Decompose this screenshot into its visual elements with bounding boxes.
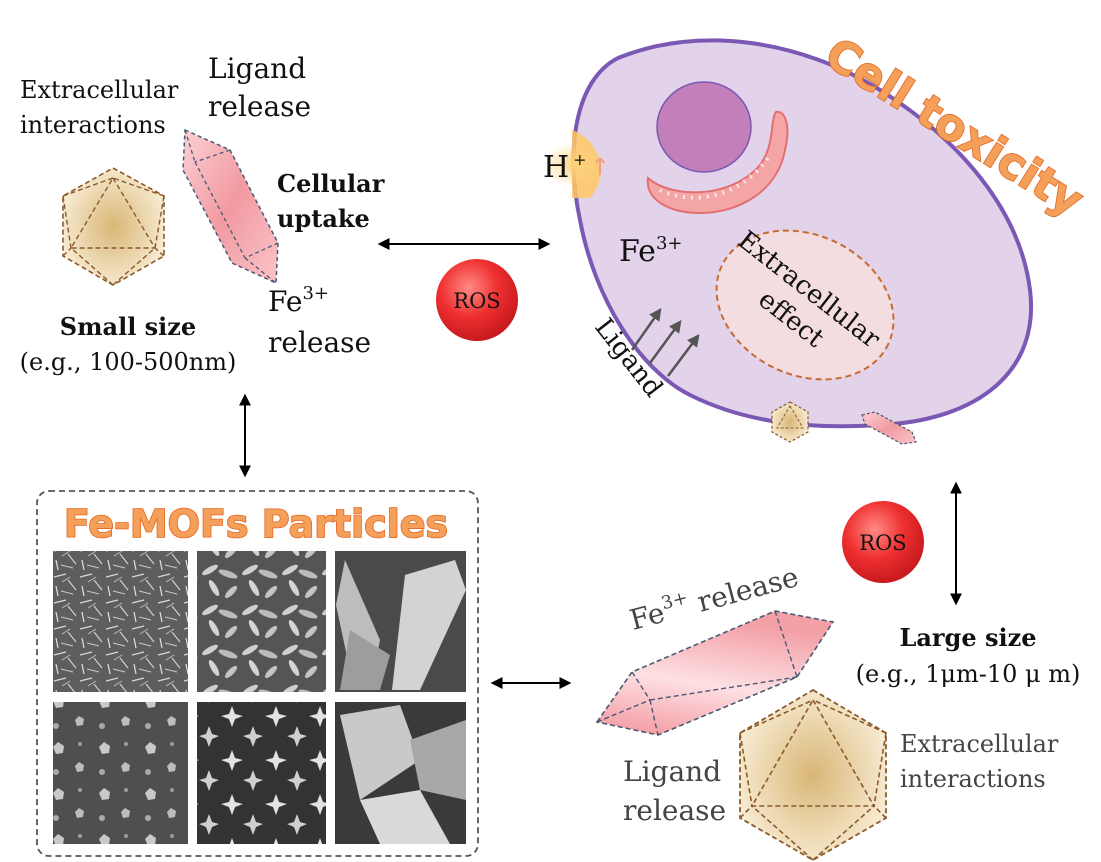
cell-group: H+ ↑ Fe3+ Ligand Extracellular effect [543, 27, 1093, 445]
cell-iron-label: Fe3+ [619, 233, 682, 269]
small-fe-release-label: Fe3+ release [268, 273, 371, 359]
sem-octahedra-image [335, 702, 466, 844]
ros-badge-top: ROS [436, 259, 518, 341]
nucleus-icon [656, 81, 752, 173]
ligand-influx-arrows [630, 307, 700, 377]
large-particle-group: Fe3+ release [595, 560, 1081, 862]
large-size-range: (e.g., 1μm-10 μ m) [856, 660, 1081, 688]
membrane-crystal-icon [861, 411, 917, 445]
membrane-icosahedron-icon [771, 401, 809, 443]
large-size-label: Large size [899, 623, 1036, 652]
cellular-uptake-label: Cellular uptake [277, 169, 393, 233]
mofs-panel: Fe-MOFs Particles [36, 490, 479, 857]
sem-stars-image [197, 702, 326, 844]
mofs-title: Fe-MOFs Particles [64, 502, 448, 546]
small-ligand-release-label: Ligand release [208, 52, 315, 123]
proton-release-indicator: H+ ↑ [543, 130, 610, 198]
ros-badge-bottom: ROS [842, 501, 924, 583]
small-crystal-icon [182, 128, 279, 285]
svg-text:ROS: ROS [859, 531, 906, 555]
svg-text:ROS: ROS [453, 289, 500, 313]
small-particle-group: Extracellular interactions Ligand releas… [20, 52, 393, 376]
mofs-panel-border [36, 490, 479, 857]
large-extracellular-label: Extracellular interactions [900, 730, 1066, 793]
small-extracellular-label: Extracellular interactions [20, 76, 186, 139]
sem-particles-image [53, 702, 188, 844]
small-size-label: Small size [60, 312, 196, 341]
large-crystal-icon [595, 610, 835, 736]
large-ligand-release-label: Ligand release [623, 755, 730, 827]
sem-needles-image [53, 551, 188, 692]
sem-prisms-image [335, 551, 466, 692]
large-icosahedron-icon [739, 688, 887, 862]
sem-rods-image [197, 551, 326, 692]
small-size-range: (e.g., 100-500nm) [20, 348, 237, 376]
small-icosahedron-icon [62, 167, 165, 286]
svg-text:↑: ↑ [590, 153, 610, 181]
mitochondria-icon [646, 110, 789, 215]
svg-text:H+: H+ [543, 150, 587, 185]
